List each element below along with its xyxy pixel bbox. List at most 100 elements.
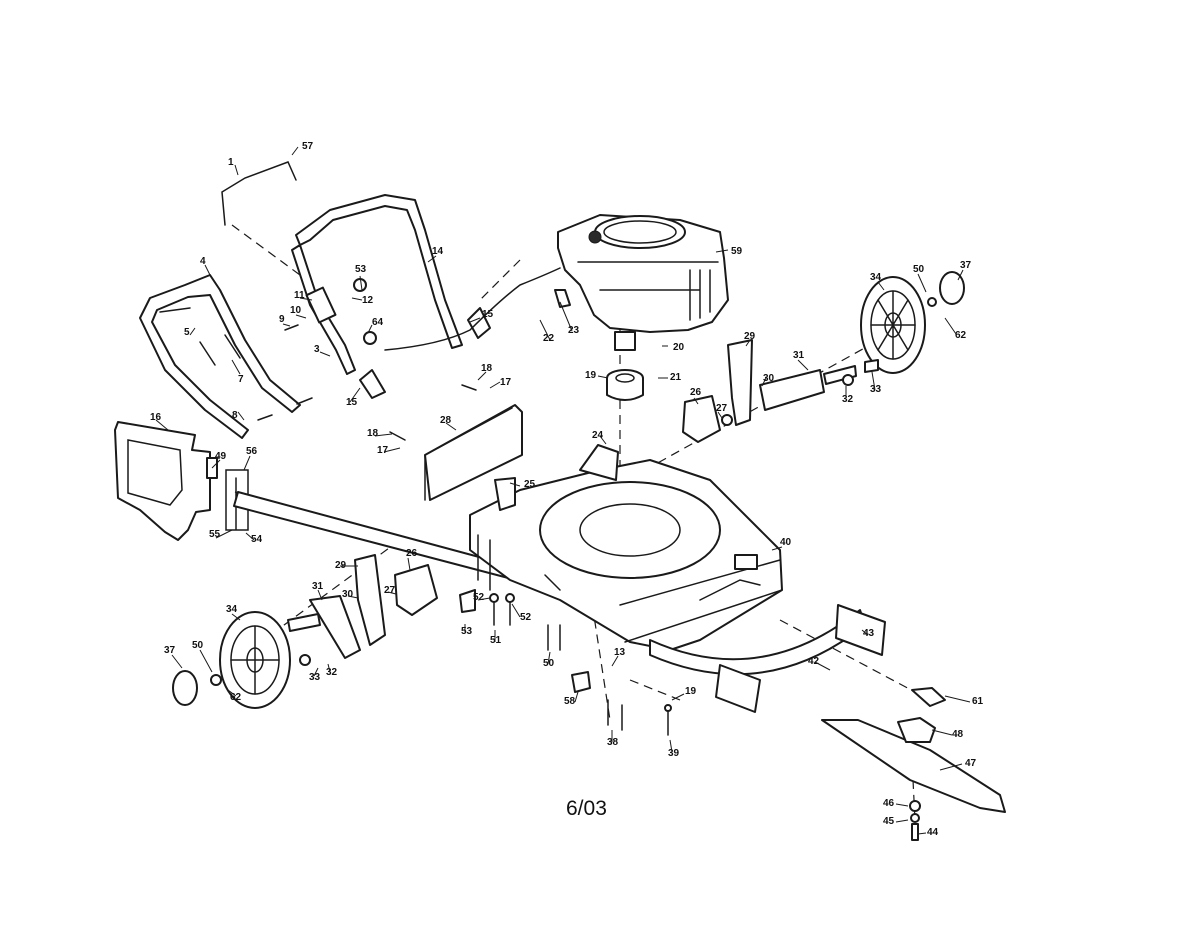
blade-washer: [909, 800, 921, 812]
callout-15b: 15: [346, 397, 358, 408]
callout-58: 58: [564, 696, 576, 707]
callout-26a: 26: [690, 387, 702, 398]
callout-21: 21: [670, 372, 682, 383]
callout-51: 51: [490, 635, 502, 646]
callout-53: 53: [355, 264, 367, 275]
callout-27b: 27: [384, 585, 396, 596]
callout-31b: 31: [312, 581, 324, 592]
callout-47: 47: [965, 758, 977, 769]
callout-25: 25: [524, 479, 536, 490]
deflector-bolt: [389, 384, 477, 441]
right-wheel-washer: [927, 297, 937, 307]
callout-13: 13: [614, 647, 626, 658]
callout-33a: 33: [870, 384, 882, 395]
catcher-frame: [114, 421, 249, 541]
blade-adapter-lower: [897, 717, 936, 743]
callout-37a: 37: [960, 260, 972, 271]
callout-50b: 50: [192, 640, 204, 651]
right-adjuster-plate: [682, 395, 721, 443]
callout-61: 61: [972, 696, 984, 707]
deck-drain-cup: [571, 671, 591, 693]
blade-adapter: [606, 369, 644, 401]
right-wheel-bolt: [864, 359, 879, 373]
callout-38: 38: [607, 737, 619, 748]
baffle-plate-right: [835, 604, 886, 656]
callout-19b: 19: [685, 686, 697, 697]
callout-16: 16: [150, 412, 162, 423]
callout-42: 42: [808, 656, 820, 667]
callout-30b: 30: [342, 589, 354, 600]
deck-bracket: [494, 477, 516, 511]
blade-bolt: [911, 823, 919, 841]
date-code-label: 6/03: [566, 797, 607, 820]
callout-19: 19: [585, 370, 597, 381]
callout-30a: 30: [763, 373, 775, 384]
callout-12: 12: [362, 295, 374, 306]
callout-62b: 62: [230, 692, 242, 703]
callout-33b: 33: [309, 672, 321, 683]
callout-55: 55: [209, 529, 221, 540]
deck-stop-bracket: [459, 589, 476, 613]
left-wheel-washer: [210, 674, 222, 686]
blade-assembly: [821, 687, 1006, 841]
left-axle-arm: [309, 595, 361, 659]
callout-18b: 18: [367, 428, 379, 439]
callout-45: 45: [883, 816, 895, 827]
callout-10: 10: [290, 305, 302, 316]
engine-bracket: [554, 289, 571, 308]
callout-48: 48: [952, 729, 964, 740]
callout-34a: 34: [870, 272, 882, 283]
callout-28: 28: [440, 415, 452, 426]
mower-blade: [821, 719, 1006, 813]
handle-assembly: [139, 161, 561, 439]
callout-24: 24: [592, 430, 604, 441]
callout-18a: 18: [481, 363, 493, 374]
callout-4: 4: [200, 256, 206, 267]
left-wheel: [172, 611, 311, 709]
left-height-adjuster: [287, 554, 438, 659]
callout-9: 9: [279, 314, 285, 325]
callout-50c: 50: [543, 658, 555, 669]
rear-deflector: [389, 384, 523, 501]
engine-recoil-grille: [603, 220, 677, 244]
engine-shaft: [614, 331, 636, 351]
callout-32a: 32: [842, 394, 854, 405]
callout-32b: 32: [326, 667, 338, 678]
callout-53b: 53: [461, 626, 473, 637]
right-adjuster-washer: [721, 414, 733, 426]
right-hubcap: [939, 271, 965, 305]
handle-knob-lower: [363, 331, 377, 345]
callout-31a: 31: [793, 350, 805, 361]
callout-40: 40: [780, 537, 792, 548]
callout-59: 59: [731, 246, 743, 257]
handle-knob: [353, 278, 367, 292]
deck-screws: [607, 699, 669, 736]
lower-handle: [139, 274, 301, 439]
callout-labels: 1 57 4 5 7 8 14 53 11 12 9 10 64 15 15 3…: [150, 141, 984, 838]
callout-17b: 17: [377, 445, 389, 456]
cable-guide: [467, 307, 491, 339]
deck-latch: [734, 554, 758, 570]
callout-3: 3: [314, 344, 320, 355]
left-hubcap: [172, 670, 198, 706]
callout-44: 44: [927, 827, 939, 838]
callout-43: 43: [863, 628, 875, 639]
engine-fuel-cap: [588, 230, 602, 244]
callout-49: 49: [215, 451, 227, 462]
callout-29a: 29: [744, 331, 756, 342]
upper-handle: [295, 194, 463, 349]
control-bail: [221, 161, 297, 226]
callout-8: 8: [232, 410, 238, 421]
handle-bolt-pair: [159, 307, 241, 366]
callout-1: 1: [228, 157, 234, 168]
blade-key: [911, 687, 946, 707]
callout-14: 14: [432, 246, 444, 257]
callout-50a: 50: [913, 264, 925, 275]
right-wheel-spacer: [842, 374, 854, 386]
callout-57: 57: [302, 141, 314, 152]
callout-26b: 26: [406, 548, 418, 559]
left-wheel-spacer: [299, 654, 311, 666]
callout-62a: 62: [955, 330, 967, 341]
callout-46: 46: [883, 798, 895, 809]
